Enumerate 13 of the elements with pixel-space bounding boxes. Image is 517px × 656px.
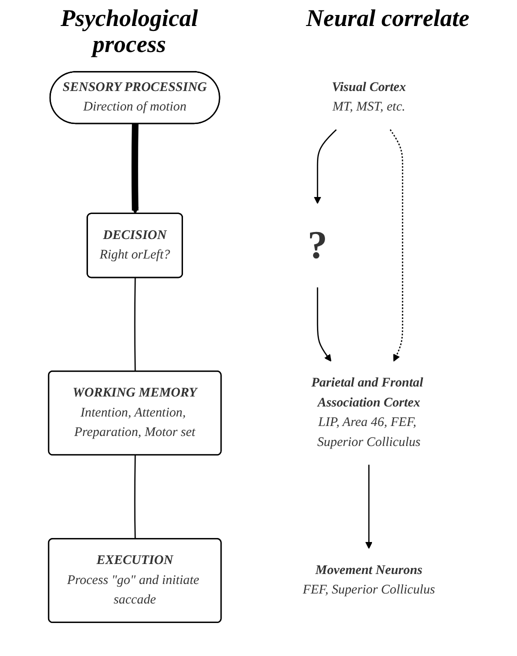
node-text: Parietal and Frontal Association Cortex LIP, Area 46, FEF, Superior Colliculus (312, 376, 424, 449)
connector (134, 455, 136, 539)
node-text: Visual Cortex MT, MST, etc. (332, 80, 406, 114)
node-text: ? (308, 223, 328, 267)
node-text: Movement Neurons FEF, Superior Colliculus (303, 563, 436, 597)
column-heading: Neural correlate (305, 6, 470, 34)
connector (134, 278, 136, 372)
arrow (317, 287, 332, 362)
arrow (390, 129, 404, 362)
arrow (314, 128, 338, 204)
column-heading: Psychological process (60, 6, 199, 59)
arrow (366, 464, 373, 549)
arrow (132, 124, 140, 214)
